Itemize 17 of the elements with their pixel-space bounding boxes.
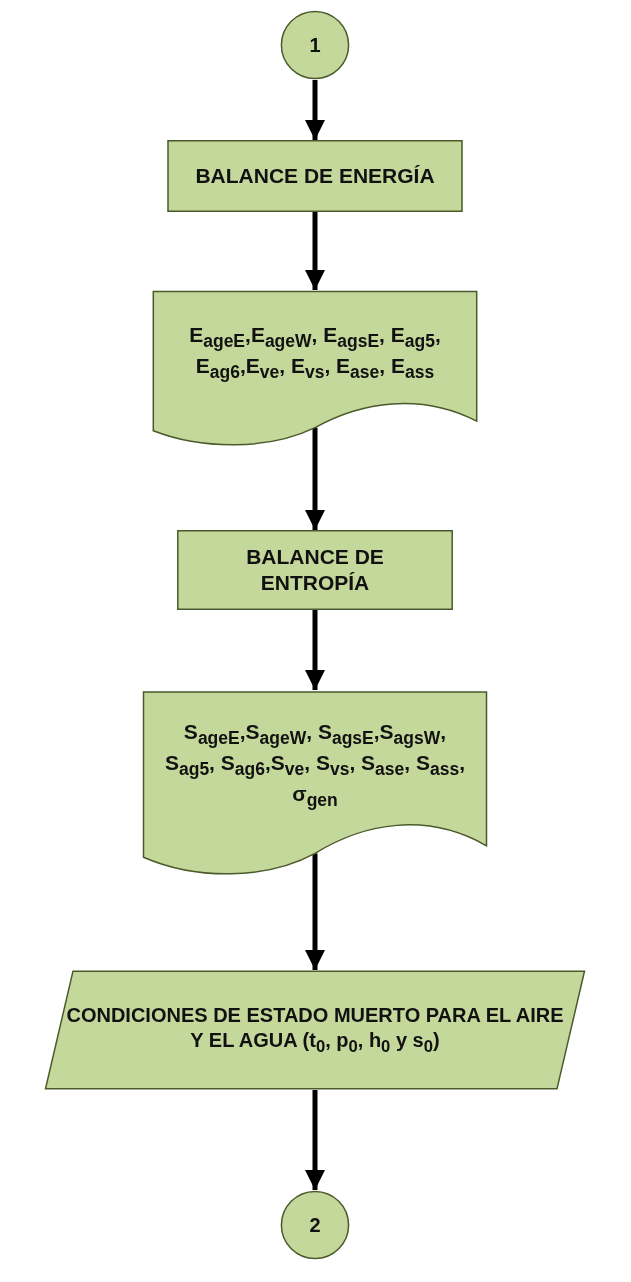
arrow bbox=[305, 1090, 325, 1190]
node-label: E$_{ageE}$,E$_{ageW}$, E$_{agsE}$, E$_{ag5}$, E$_{ag6}$,E$_{ve}$, E$_{vs}$, E$_{ase}$, E$_{ass}$ bbox=[188, 321, 442, 385]
node-label: BALANCE DE ENTROPÍA bbox=[245, 543, 385, 596]
connector-circle bbox=[280, 10, 350, 80]
node-label: S$_{ageE}$,S$_{ageW}$, S$_{agsE}$,S$_{agsW}$, S$_{ag5}$, S$_{ag6}$,S$_{ve}$, S$_{vs}$, S$_{ase}$, S$_{ass}$, σ$_{gen}$ bbox=[163, 718, 467, 813]
connector-circle bbox=[280, 1190, 350, 1260]
arrow bbox=[305, 610, 325, 690]
node-label: CONDICIONES DE ESTADO MUERTO PARA EL AIRE Y EL AGUA (t$_{0}$, p$_{0}$, h$_{0}$ y s$_{0}$) bbox=[65, 1002, 565, 1058]
arrow bbox=[305, 212, 325, 290]
node-label: 2 bbox=[309, 1212, 321, 1238]
arrow bbox=[305, 80, 325, 140]
node-label: BALANCE DE ENERGÍA bbox=[195, 162, 435, 189]
node-label: 1 bbox=[309, 32, 321, 58]
arrow bbox=[305, 427, 325, 530]
process-box bbox=[175, 530, 455, 610]
arrow bbox=[305, 853, 325, 970]
process-box bbox=[165, 140, 465, 212]
